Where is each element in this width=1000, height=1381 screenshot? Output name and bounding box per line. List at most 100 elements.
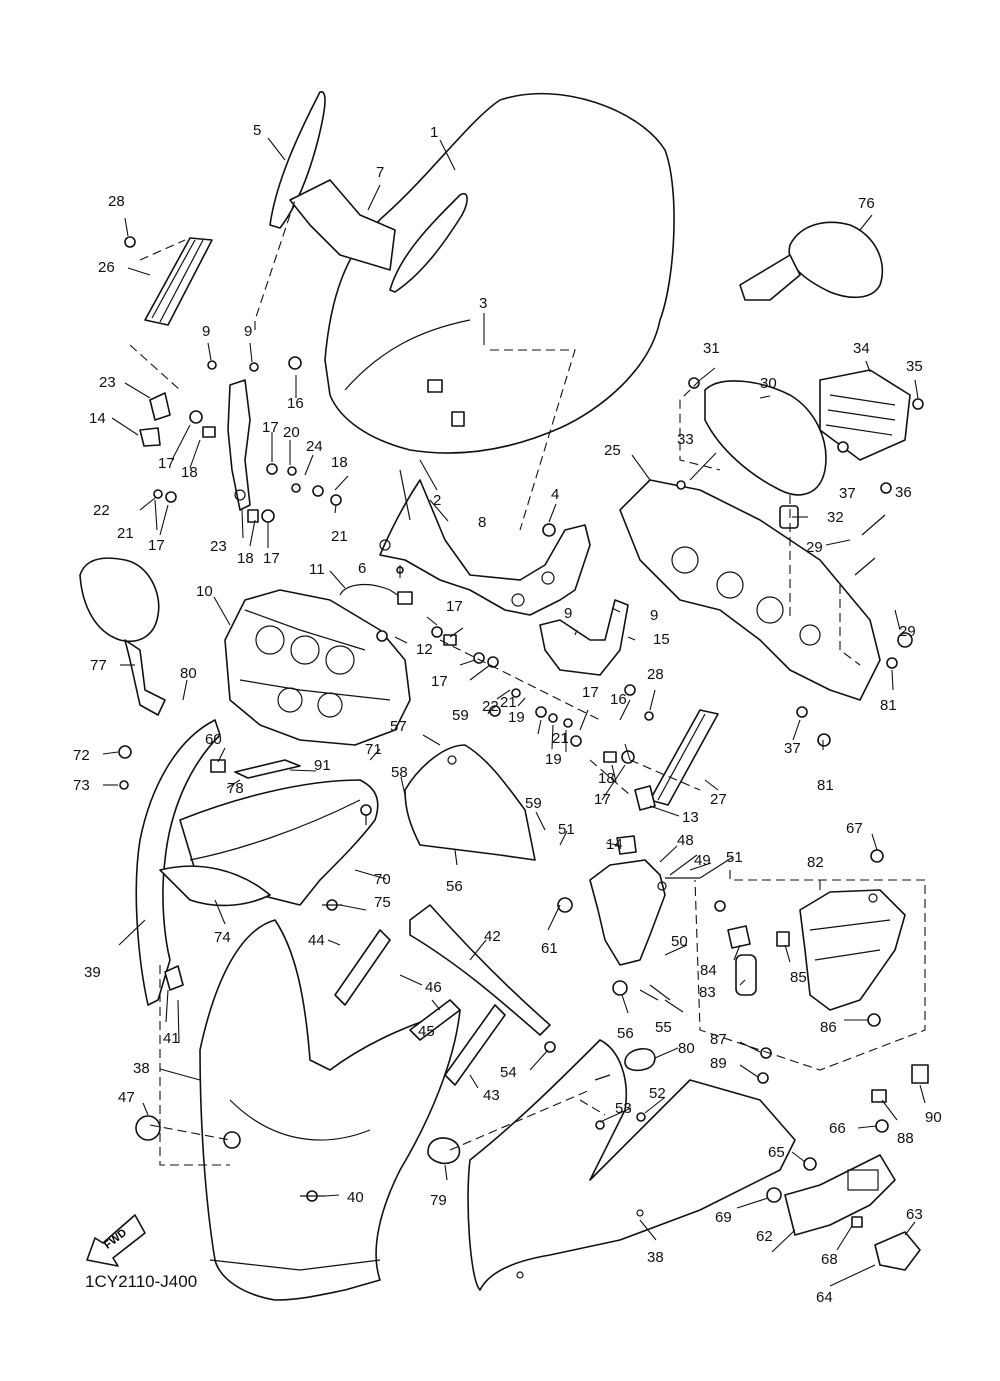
- grommet-80: [427, 1137, 461, 1165]
- part-label: 68: [821, 1251, 838, 1268]
- part-label: 13: [682, 809, 699, 826]
- stripe-46: [334, 929, 391, 1006]
- bracket-86: [727, 925, 751, 949]
- clip-92: [911, 1064, 929, 1084]
- part-label: 14: [89, 410, 106, 427]
- part-label: 41: [163, 1030, 180, 1047]
- part-label: 53: [615, 1100, 632, 1117]
- part-label: 78: [227, 780, 244, 797]
- bolts-88-89-91: [714, 849, 884, 1084]
- bracket-65: [874, 1231, 921, 1271]
- mirror-right: [739, 221, 884, 301]
- part-label: 17: [582, 684, 599, 701]
- part-label: 26: [98, 259, 115, 276]
- part-label: 17: [148, 537, 165, 554]
- bracket-43: [164, 965, 184, 991]
- diagram-code: 1CY2110-J400: [85, 1272, 198, 1291]
- part-label: 91: [314, 757, 331, 774]
- part-label: 17: [431, 673, 448, 690]
- cap-49: [135, 1115, 161, 1141]
- part-label: 9: [244, 323, 252, 340]
- part-label: 76: [858, 195, 875, 212]
- part-label: 16: [610, 691, 627, 708]
- bracket-64: [784, 1154, 896, 1236]
- part-label: 56: [446, 878, 463, 895]
- fasteners-right: [676, 377, 924, 747]
- sticker-93: [234, 759, 301, 779]
- clip-14-left: [139, 427, 161, 447]
- part-label: 21: [500, 694, 517, 711]
- side-panel-40: [467, 1039, 796, 1291]
- stay-15: [539, 599, 629, 676]
- part-label: 20: [283, 424, 300, 441]
- part-label: 37: [839, 485, 856, 502]
- part-label: 72: [73, 747, 90, 764]
- part-label: 77: [90, 657, 107, 674]
- bolt-29: [124, 236, 136, 248]
- part-label: 73: [73, 777, 90, 794]
- front-cowling: [199, 919, 461, 1301]
- part-label: 59: [452, 707, 469, 724]
- meter-assembly: [224, 589, 411, 746]
- part-label: 69: [715, 1209, 732, 1226]
- cylinder-85: [735, 954, 757, 996]
- part-label: 1: [430, 124, 438, 141]
- part-label: 31: [703, 340, 720, 357]
- part-label: 57: [390, 718, 407, 735]
- part-label: 70: [374, 871, 391, 888]
- part-label: 17: [446, 598, 463, 615]
- part-label: 56: [617, 1025, 634, 1042]
- part-label: 75: [374, 894, 391, 911]
- part-label: 16: [287, 395, 304, 412]
- part-label: 84: [700, 962, 717, 979]
- part-label: 18: [181, 464, 198, 481]
- windscreen-bracket: [379, 469, 591, 616]
- harness-11: [339, 583, 413, 605]
- inner-panel-41: [135, 719, 221, 1006]
- cover-76: [159, 865, 271, 907]
- part-label: 38: [133, 1060, 150, 1077]
- part-label: 9: [564, 605, 572, 622]
- part-label: 18: [331, 454, 348, 471]
- bracket-24: [149, 392, 171, 421]
- clip-13: [634, 785, 656, 811]
- part-label: 90: [925, 1109, 942, 1126]
- bracket-50: [589, 859, 667, 966]
- part-label: 18: [598, 770, 615, 787]
- part-label: 63: [906, 1206, 923, 1223]
- part-label: 9: [650, 607, 658, 624]
- part-label: 65: [768, 1144, 785, 1161]
- part-label: 10: [196, 583, 213, 600]
- part-label: 29: [899, 623, 916, 640]
- part-label: 21: [331, 528, 348, 545]
- plate-87: [776, 931, 790, 947]
- part-label: 85: [790, 969, 807, 986]
- part-label: 2: [433, 492, 441, 509]
- part-label: 35: [906, 358, 923, 375]
- stay-27: [619, 479, 881, 701]
- clip-14-right: [616, 835, 637, 855]
- part-label: 40: [347, 1189, 364, 1206]
- part-label: 39: [84, 964, 101, 981]
- mirror-left: [79, 557, 166, 716]
- part-label: 87: [710, 1031, 727, 1048]
- part-label: 59: [525, 795, 542, 812]
- part-label: 17: [262, 419, 279, 436]
- part-label: 88: [897, 1130, 914, 1147]
- part-label: 28: [647, 666, 664, 683]
- fwd-arrow-icon: FWD: [86, 1214, 146, 1267]
- part-label: 86: [820, 1019, 837, 1036]
- stay-25: [227, 379, 251, 511]
- part-label: 19: [545, 751, 562, 768]
- part-label: 64: [816, 1289, 833, 1306]
- grommet-81: [624, 1047, 656, 1072]
- part-label: 25: [604, 442, 621, 459]
- part-label: 17: [594, 791, 611, 808]
- part-label: 17: [263, 550, 280, 567]
- deflector-bracket: [289, 179, 468, 293]
- part-label: 3: [479, 295, 487, 312]
- part-label: 7: [376, 164, 384, 181]
- part-label: 4: [551, 486, 559, 503]
- part-label: 51: [726, 849, 743, 866]
- part-label: 54: [500, 1064, 517, 1081]
